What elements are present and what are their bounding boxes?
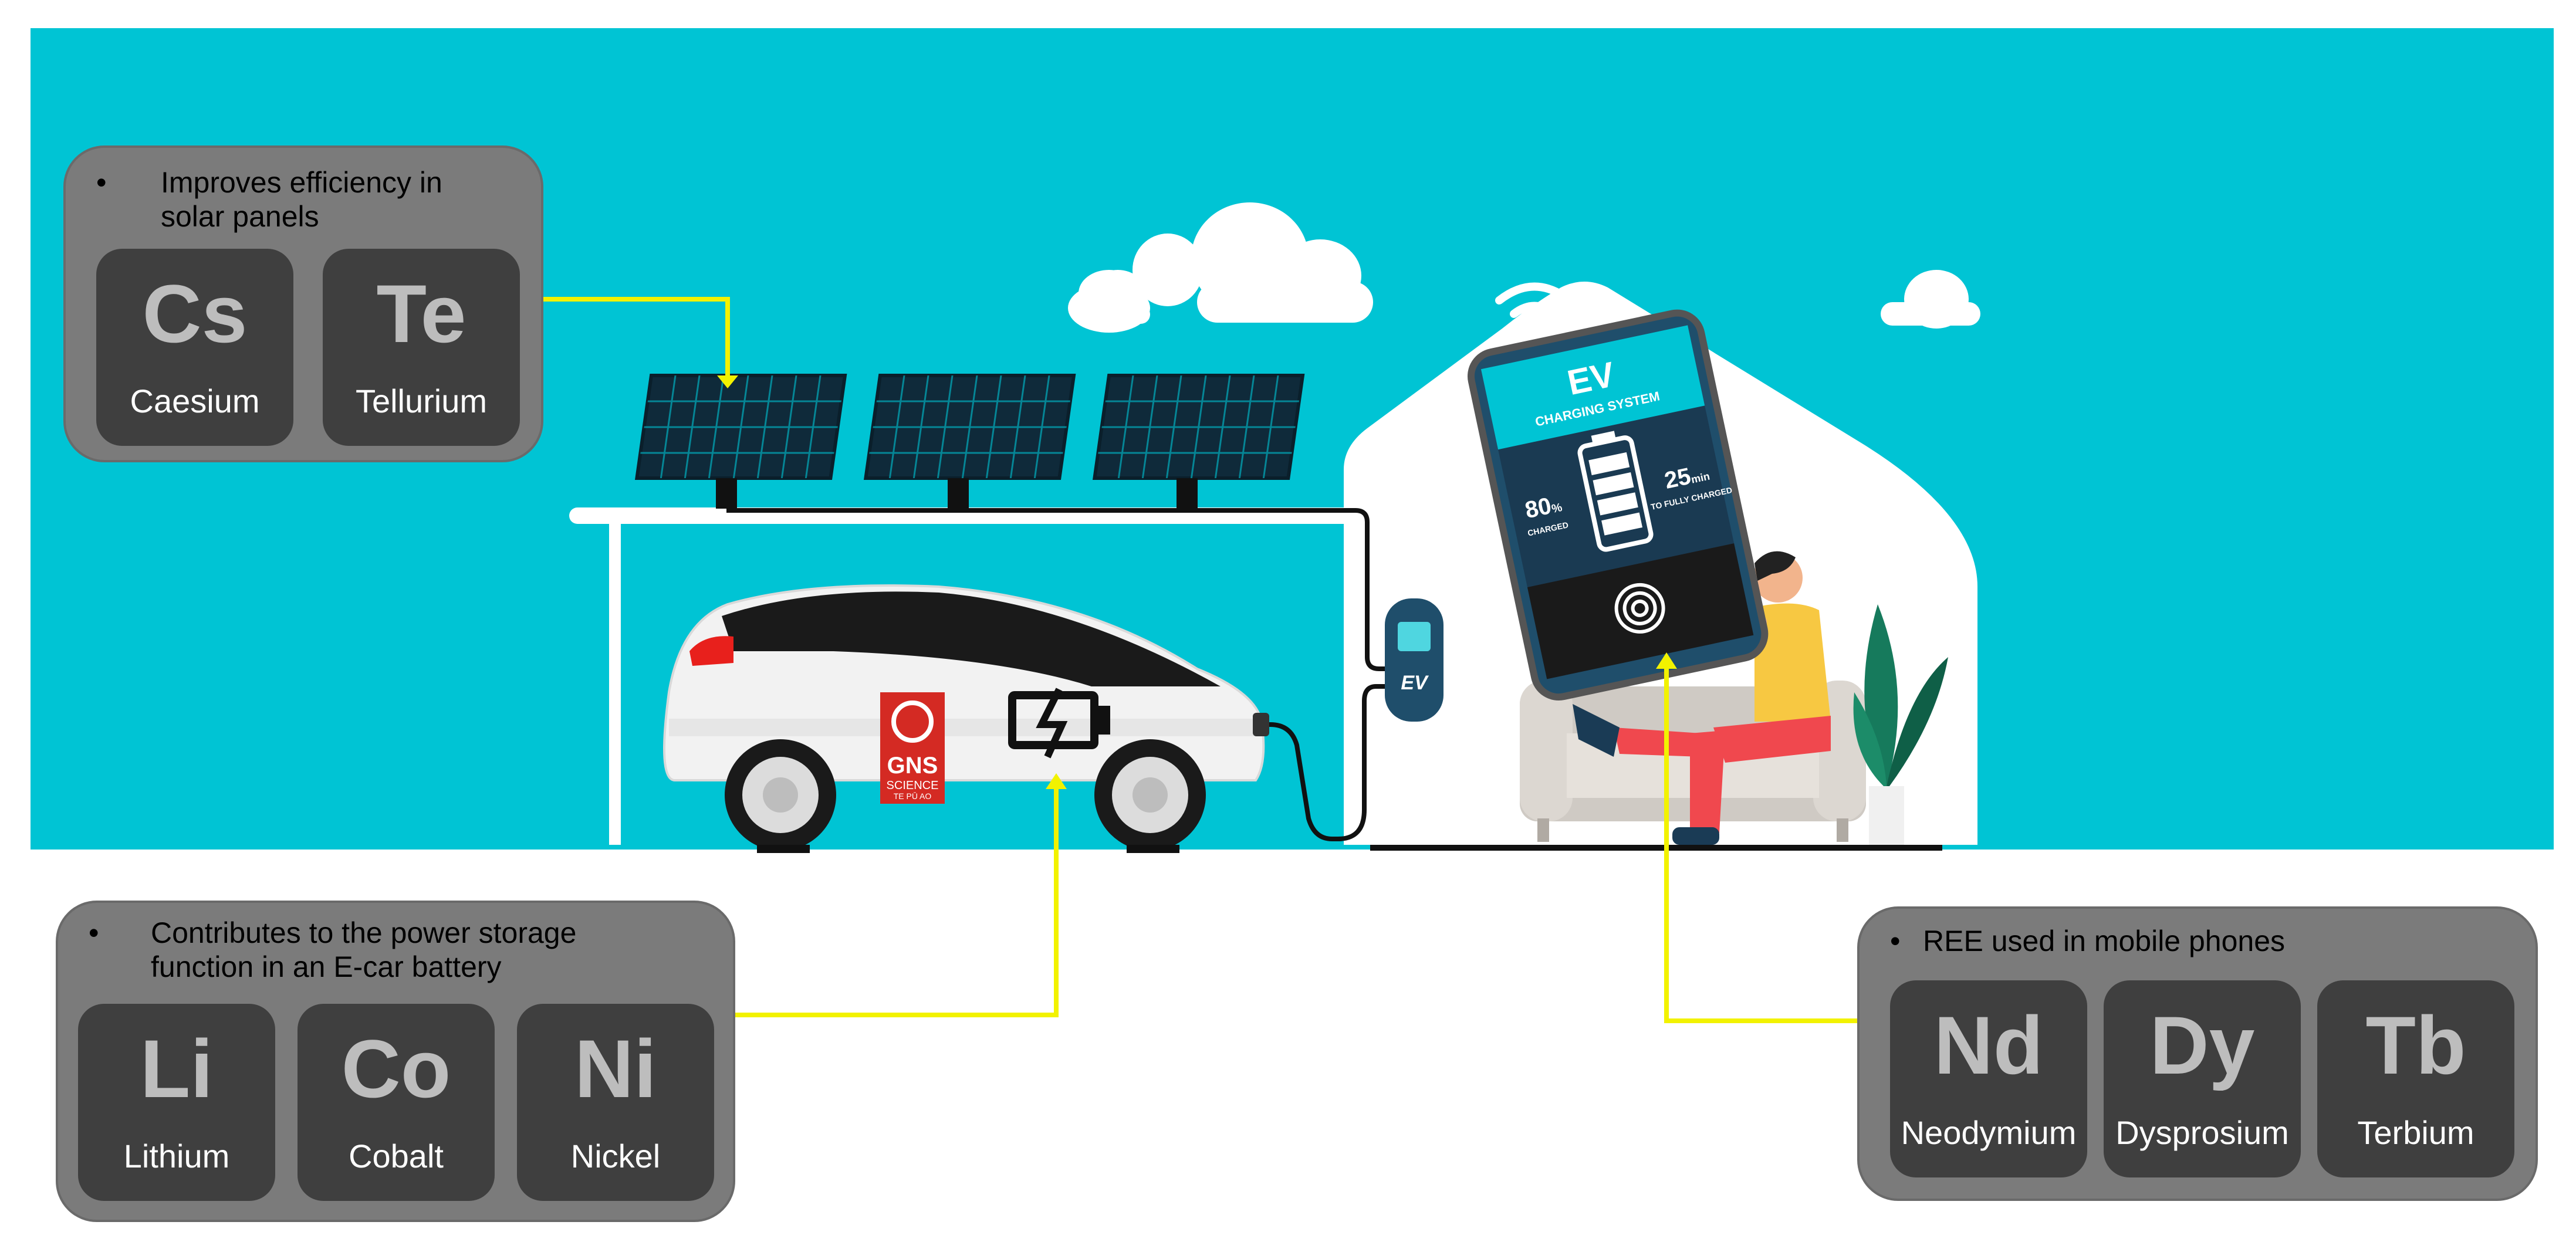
element-tile-dysprosium: Dy Dysprosium [2104,980,2301,1177]
element-name: Cobalt [349,1138,444,1175]
battery-bullet-text: Contributes to the power storage functio… [151,916,577,983]
gns-science-logo: GNS SCIENCE TE PŪ AO [880,692,945,804]
element-symbol: Te [376,268,466,360]
connector-line-solar [524,297,730,381]
element-symbol: Cs [142,268,248,360]
element-tile-terbium: Tb Terbium [2317,980,2514,1177]
svg-text:80%: 80% [1523,490,1564,523]
wifi-icon [1495,282,1574,331]
connector-line-battery [722,780,1059,1017]
svg-text:GNS: GNS [887,753,938,779]
svg-text:TE PŪ AO: TE PŪ AO [894,791,932,801]
connector-arrowhead [1656,652,1677,669]
plant [1853,604,1948,845]
solar-panel [634,374,847,480]
wifi-icon [1401,574,1428,588]
power-cable [726,508,1394,671]
element-name: Nickel [570,1138,661,1175]
ground-line [1370,845,1942,851]
element-symbol: Tb [2365,999,2466,1091]
charger-label: EV [1401,672,1429,694]
element-tile-cobalt: Co Cobalt [298,1004,495,1201]
element-name: Terbium [2357,1114,2474,1151]
person-figure [1573,551,1831,845]
connector-line-phones [1664,660,1881,1023]
electric-car [663,584,1269,853]
solar-panel [863,374,1076,480]
phone-elements-panel: • REE used in mobile phones Nd Neodymium… [1857,906,2538,1201]
element-tile-neodymium: Nd Neodymium [1890,980,2087,1177]
charging-cable [1256,684,1385,841]
element-symbol: Co [341,1023,451,1115]
solar-panel [1092,374,1305,480]
phone-ev-title: EV [1564,354,1618,402]
carport-post [609,516,621,845]
element-name: Neodymium [1901,1114,2077,1151]
element-symbol: Ni [574,1023,657,1115]
element-tile-lithium: Li Lithium [78,1004,275,1201]
connector-arrowhead [1046,773,1067,789]
fingerprint-icon [1614,583,1665,634]
smartphone: EV CHARGING SYSTEM 80% CHARGED 25min TO … [1467,309,1769,701]
solar-elements-panel: • Improves efficiency in solar panels Cs… [63,145,543,462]
svg-text:SCIENCE: SCIENCE [887,779,939,792]
connector-arrowhead [717,375,738,388]
element-tile-nickel: Ni Nickel [517,1004,714,1201]
cloud-icon [1881,270,1980,329]
element-symbol: Dy [2149,999,2255,1091]
battery-elements-panel: • Contributes to the power storage funct… [56,901,735,1222]
solar-panel-stand [948,478,969,509]
element-tile-tellurium: Te Tellurium [323,249,520,446]
solar-bullet-text: Improves efficiency in solar panels [161,166,442,233]
element-name: Tellurium [355,383,488,419]
element-name: Lithium [123,1138,230,1175]
cloud-icon [1068,270,1150,333]
solar-panel-stand [716,478,737,509]
element-name: Dysprosium [2115,1114,2289,1151]
ev-charger: EV [1385,598,1443,722]
solar-panel-stand [1177,478,1198,509]
phones-bullet-text: REE used in mobile phones [1923,925,2286,957]
element-tile-caesium: Cs Caesium [96,249,293,446]
battery-charging-icon [1008,688,1110,759]
element-symbol: Li [140,1023,214,1115]
element-name: Caesium [130,383,260,419]
element-symbol: Nd [1933,999,2044,1091]
